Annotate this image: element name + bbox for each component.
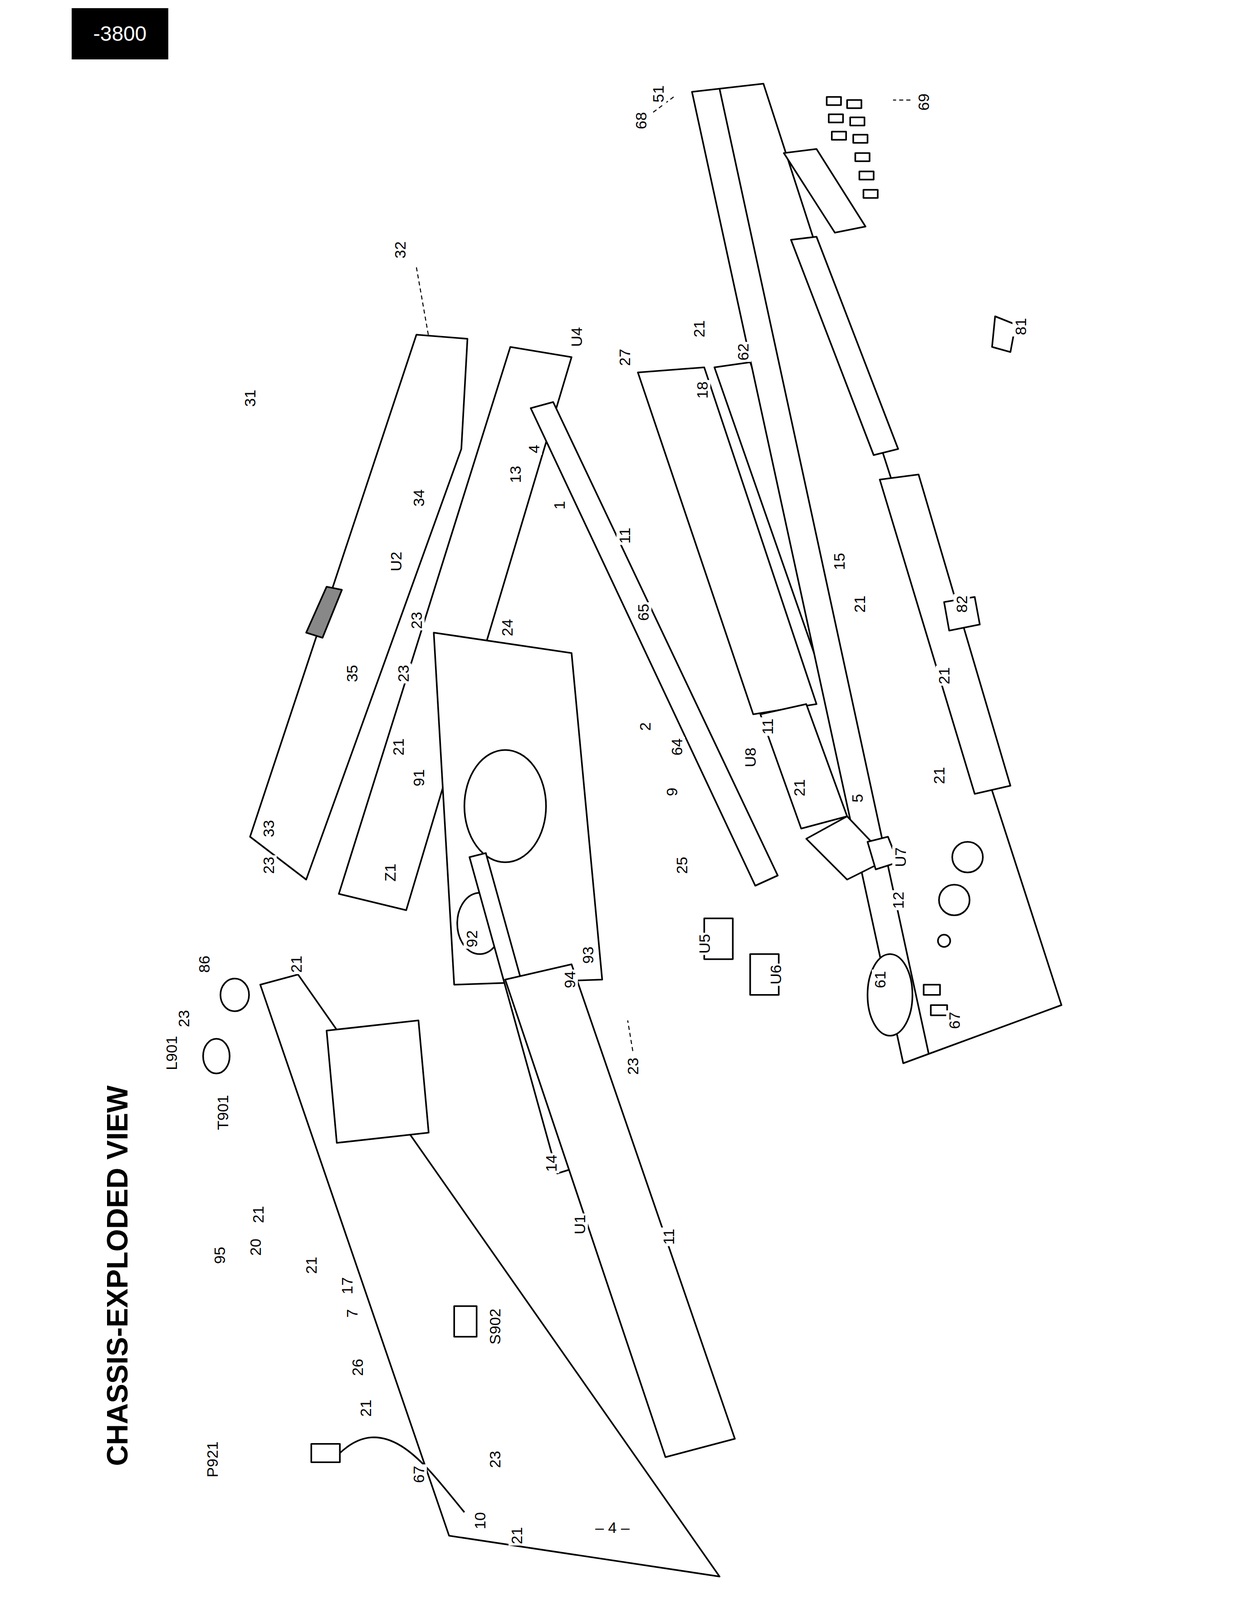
callout-number: 11 [759,717,776,736]
callout-number: U6 [767,963,784,986]
knob-hole [938,934,951,948]
callout-number: 21 [508,1525,525,1546]
callout-number: 21 [303,1255,320,1276]
callout-number: 18 [694,380,711,401]
window [880,474,1011,794]
callout-number: L901 [163,1034,180,1072]
callout-number: 68 [632,110,650,131]
callout-number: 32 [391,239,409,260]
cd-mechanism [433,632,602,985]
callout-number: 82 [953,594,970,615]
knob [992,316,1016,353]
callout-number: 24 [498,617,516,638]
tray-slot [791,236,899,456]
callout-number: 21 [935,665,953,686]
callout-number: 4 [525,443,543,455]
callout-number: 5 [849,792,866,804]
callout-number: 93 [579,945,597,966]
callout-number: 21 [357,1398,374,1419]
callout-number: 15 [831,551,848,572]
power-cord [339,1437,465,1513]
switch [454,1306,477,1338]
callout-number: U1 [571,1213,588,1236]
ring-core [203,1039,230,1075]
callout-number: U8 [742,746,759,769]
callout-number: 21 [288,954,305,975]
panel-edge [719,88,929,1055]
callout-number: U7 [892,845,909,869]
main-board [505,964,735,1458]
callout-number: 23 [486,1449,504,1470]
callout-number: 33 [260,818,277,839]
callout-number: T901 [214,1093,231,1132]
leader-lines [416,97,911,1052]
callout-number: 23 [260,855,277,876]
callout-number: 10 [471,1510,489,1531]
front-panel [692,83,1062,1064]
callout-number: 23 [624,1056,641,1077]
callout-number: 91 [410,767,427,788]
callout-number: 11 [660,1227,677,1247]
callout-number: 94 [561,969,578,990]
transformer [326,1020,429,1144]
callout-number: 12 [889,890,907,911]
callout-number: 20 [247,1237,264,1258]
callout-number: 81 [1012,316,1029,337]
callout-number: 61 [871,969,889,990]
callout-number: 7 [343,1307,361,1320]
callout-number: 27 [616,347,633,368]
foot [867,954,913,1037]
page-number: – 4 – [593,1519,631,1536]
disc-tray [464,750,547,863]
callout-number: 31 [241,388,259,409]
callout-number: U2 [387,550,405,573]
callout-number: 21 [249,1204,267,1225]
callout-number: S902 [486,1307,504,1346]
callout-number: 69 [915,92,932,113]
callout-number: 17 [338,1276,356,1296]
callout-number: 35 [343,663,361,684]
callout-number: 21 [791,777,808,798]
callout-number: 21 [930,765,948,786]
knob-hole [952,841,983,873]
callout-number: 1 [551,499,568,511]
callout-number: 65 [635,602,652,623]
clamp [220,978,250,1012]
display-window [783,149,866,234]
callout-number: U4 [568,325,585,348]
model-tab: -3800 [71,8,169,60]
callout-number: 51 [650,83,667,104]
callout-number: U5 [696,933,713,956]
callout-number: Z1 [381,862,399,884]
callout-number: 2 [636,721,654,733]
callout-number: 67 [410,1464,427,1485]
power-plug [311,1444,340,1463]
callout-number: 9 [663,786,680,798]
callout-number: P921 [204,1440,221,1479]
callout-number: 11 [616,526,633,546]
callout-number: 23 [408,610,425,631]
callout-number: 25 [673,855,690,876]
callout-number: 67 [946,1010,963,1031]
callout-number: 14 [542,1153,560,1174]
callout-number: 26 [349,1357,366,1378]
title: CHASSIS-EXPLODED VIEW [102,1085,133,1467]
callout-number: 34 [410,488,427,509]
callout-number: 21 [390,737,407,758]
callout-number: 21 [690,318,708,339]
knob-hole [938,884,970,916]
cover-vent [306,586,343,639]
callout-number: 86 [195,954,213,975]
callout-number: 64 [668,737,685,758]
callout-number: 92 [463,928,480,949]
callout-number: 23 [395,663,412,684]
callout-number: 62 [734,342,752,362]
callout-number: 13 [507,464,524,485]
callout-number: 21 [851,594,868,615]
callout-number: 95 [211,1245,228,1266]
callout-number: 23 [175,1008,192,1029]
